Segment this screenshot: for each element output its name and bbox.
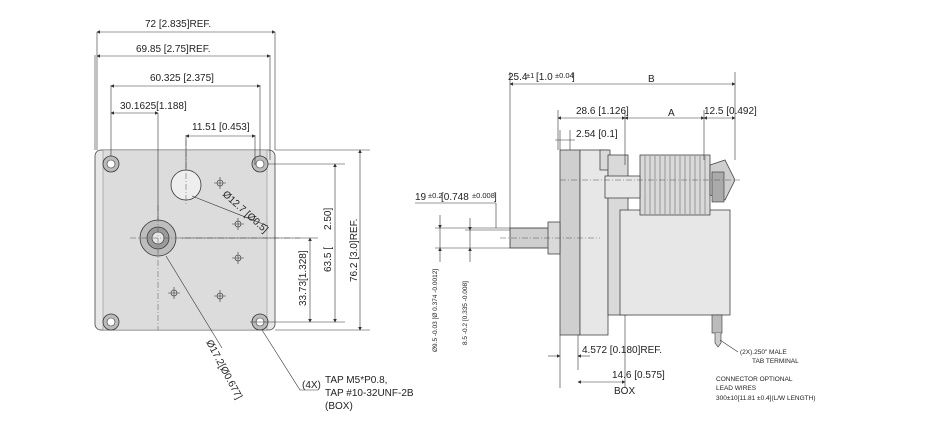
dim-14-6: 14.6 [0.575] [612,370,665,381]
dim-shaft-length-inch-tol: ±0.04 [555,71,574,80]
front-view: 72 [2.835]REF. 69.85 [2.75]REF. 60.325 [… [94,19,414,412]
dim-19-inch: [0.748 [441,192,469,203]
dim-2-54: 2.54 [0.1] [576,129,618,140]
dim-overall-height: 76.2 [3.0]REF. [349,219,360,282]
tap-line-2: TAP #10-32UNF-2B [325,388,414,399]
dim-19-tol: ±0.2 [428,191,443,200]
connector-line-1: CONNECTOR OPTIONAL [716,376,793,383]
dim-shaft-offset-x: 30.1625[1.188] [120,101,187,112]
dim-hole-span-v: 2.50] [323,208,334,230]
corner-hole-tr [251,155,269,173]
dim-B: B [648,74,655,85]
dim-box: BOX [614,386,635,397]
dim-overall-width: 72 [2.835]REF. [145,19,211,30]
dim-shaft-length-tol: ±1 [526,71,534,80]
dim-A: A [668,108,675,119]
dim-shaft-length-close: ] [572,72,575,83]
dim-19-close: ] [494,192,497,203]
side-view: 25.4 ±1 [1.0 ±0.04 ] B 28.6 [1.126] A 12… [415,71,816,402]
tap-qty: (4X) [302,380,321,391]
dim-hole-span-2: 60.325 [2.375] [150,73,214,84]
dim-shaft-dia: Ø17.2[Ø0.677] [203,338,244,401]
dim-boss-offset-x: 11.51 [0.453] [192,122,250,133]
dim-shaft-height: 33.73[1.328] [298,250,309,306]
corner-hole-tl [102,155,120,173]
motor-coil-housing [619,209,731,316]
gearbox-body [579,149,609,336]
terminal-line-1: (2X).250" MALE [740,349,787,356]
tab-terminal [711,314,723,334]
dim-hole-span: 69.85 [2.75]REF. [136,44,211,55]
connector-line-3: 300±10[11.81 ±0.4](L/W LENGTH) [716,395,816,402]
dim-shaft-length-prefix: 25.4 [508,72,528,83]
terminal-line-2: TAB TERMINAL [752,358,799,365]
dim-19-prefix: 19 [415,192,427,203]
connector-line-2: LEAD WIRES [716,385,757,392]
tap-line-3: (BOX) [325,401,353,412]
tap-line-1: TAP M5*P0.8, [325,375,387,386]
dim-shaft-dia-v: Ø9.5 -0.03 [Ø 0.374 -0.0012] [432,269,439,352]
dim-19-inch-tol: ±0.008 [472,191,495,200]
gearbox-flange [559,149,581,336]
dim-12-5: 12.5 [0.492] [704,106,757,117]
corner-hole-bl [102,313,120,331]
dim-flat-v: 8.5 -0.2 [0.335 -0.008] [462,281,469,345]
dim-4-572: 4.572 [0.180]REF. [582,345,662,356]
tap-holes [168,177,244,302]
dim-shaft-length-inch: [1.0 [536,72,553,83]
dim-28-6: 28.6 [1.126] [576,106,629,117]
dim-hole-span-v-prefix: 63.5 [ [323,247,334,272]
